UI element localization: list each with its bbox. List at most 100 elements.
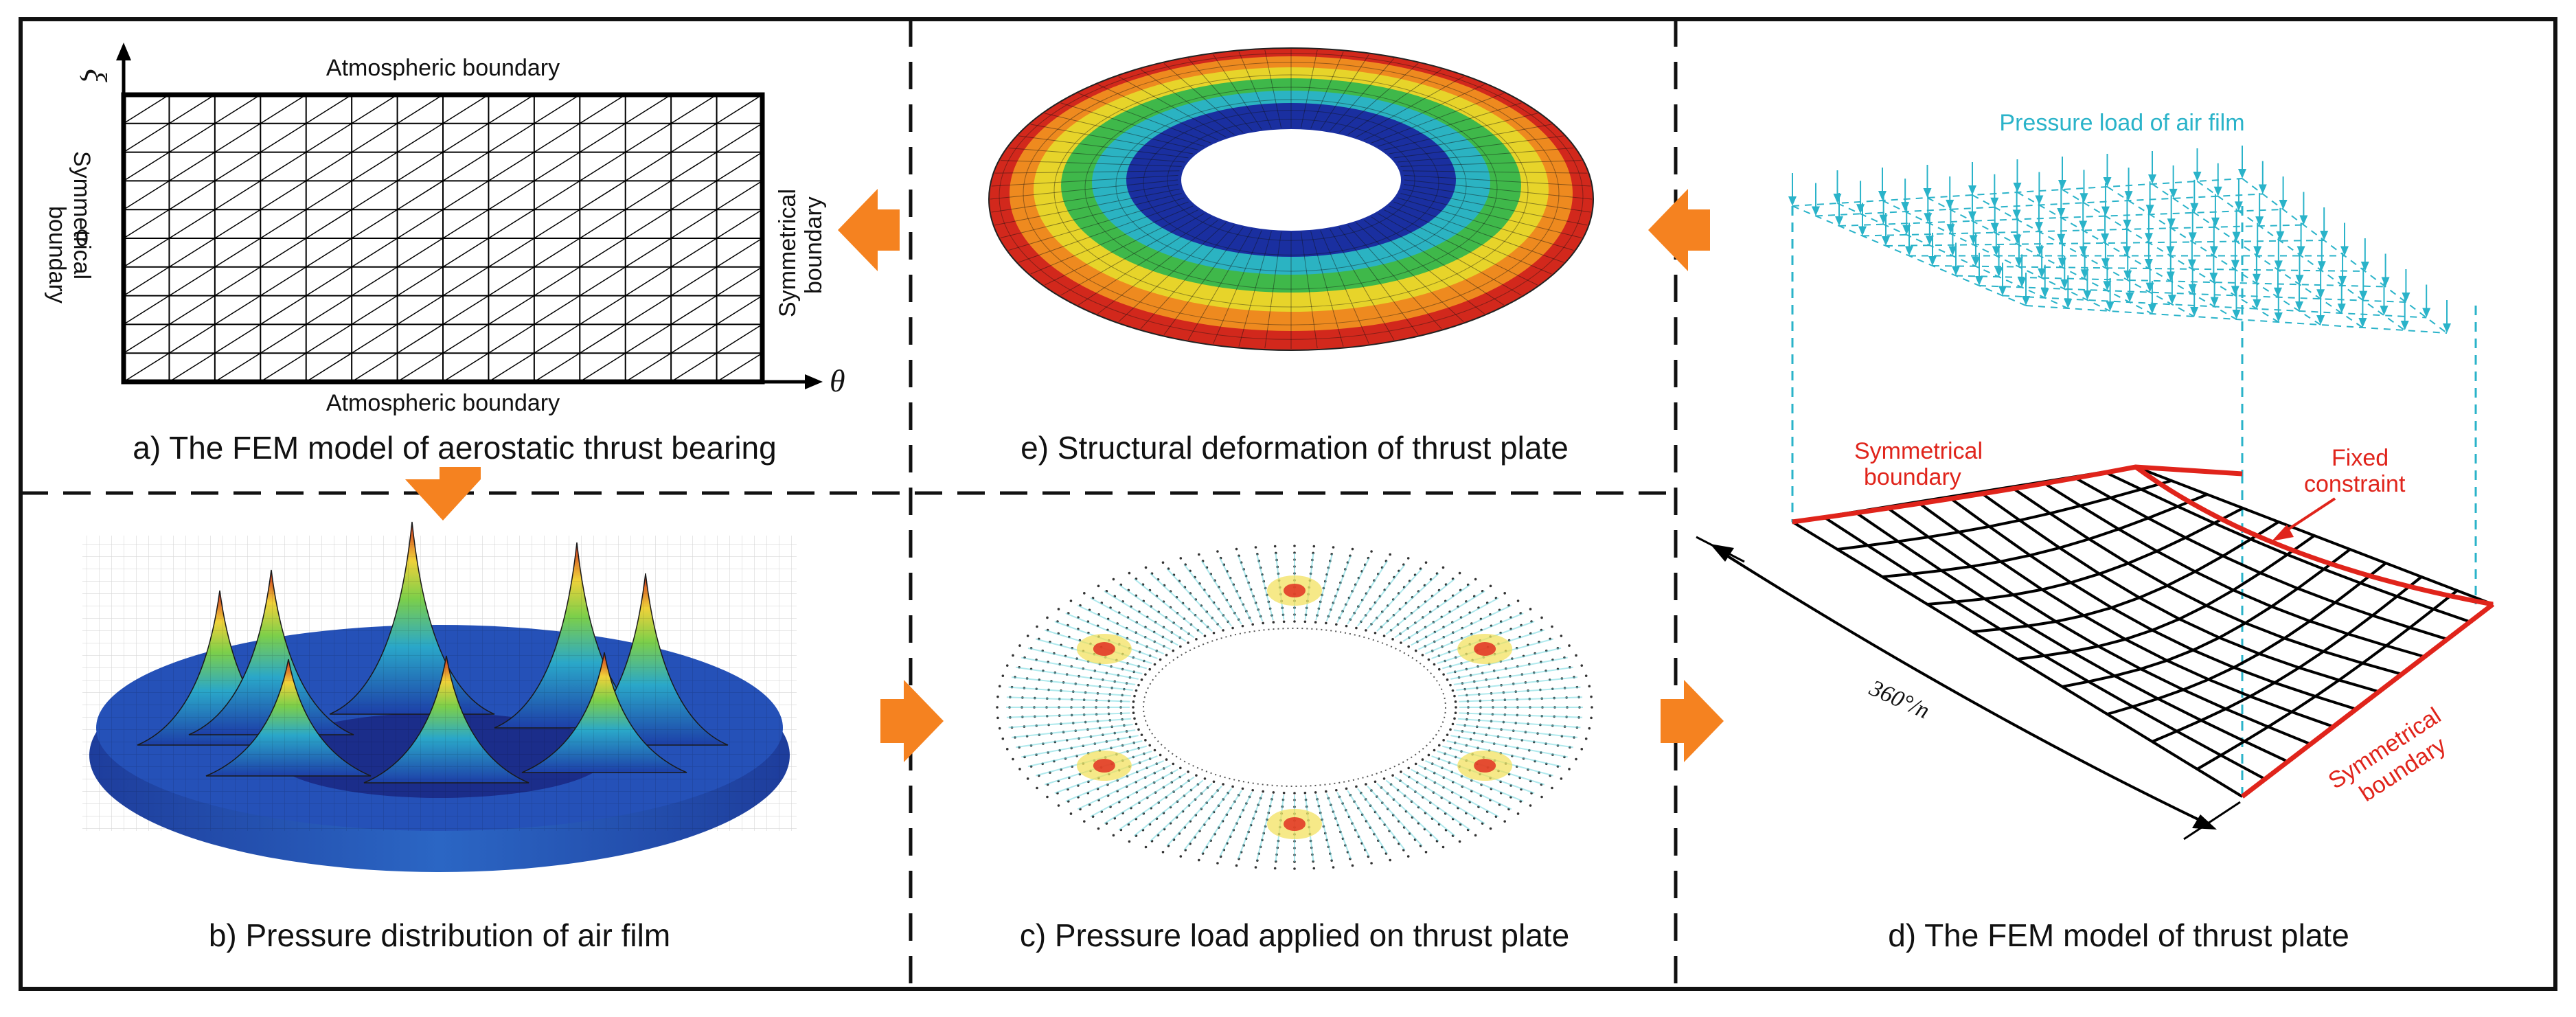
pressure-load-arrows [1788,146,2451,334]
load-arrow-head [1990,222,1999,233]
load-vector [1446,647,1562,674]
load-node [1222,783,1224,786]
fem-mesh-line [1972,521,2280,633]
load-vector [1418,604,1512,650]
ring-mesh-line [1143,110,1439,255]
load-node [1069,812,1073,815]
load-node [1389,858,1391,862]
load-node [1560,635,1563,637]
load-node [1112,578,1115,581]
radial-mesh-line [1356,222,1464,322]
mesh-diagonal [123,180,170,210]
mesh-diagonal [306,295,352,325]
load-arrow-head [1879,214,1888,225]
load-vector [1118,776,1195,831]
mesh-diagonal [442,238,489,268]
load-node [1144,673,1147,676]
load-node [1335,788,1338,792]
mesh-diagonal [260,209,307,239]
radial-mesh-line [1045,113,1198,150]
radial-mesh-line [1300,231,1318,349]
load-node [1144,566,1148,569]
mesh-diagonal [123,323,170,354]
plate-mesh-lines [990,49,1593,349]
load-node [1172,762,1175,766]
load-node [1332,866,1335,869]
load-node [1584,674,1588,677]
load-arrow-head [2274,312,2283,322]
load-arrow-head [2125,293,2134,303]
ring-mesh-line [1084,87,1498,290]
load-node [1018,644,1021,647]
radial-mesh-line [1118,76,1227,138]
mesh-diagonal [625,151,672,182]
load-node [1128,571,1131,575]
ring-mesh-line [1053,74,1529,308]
load-node [1083,820,1086,823]
plate-c-hole [1143,628,1446,787]
mesh-diagonal [397,323,444,354]
radial-mesh-line [1400,193,1582,238]
load-vector [1425,759,1524,802]
load-arrow-head [2166,271,2175,282]
load-arrow-head [1946,224,1955,234]
mesh-diagonal [397,266,444,297]
radial-mesh-line [1393,201,1564,263]
mesh-diagonal [534,209,580,239]
ring-mesh-line [1023,62,1560,325]
load-node [1374,631,1377,635]
load-node [1195,638,1198,641]
mesh-diagonal [579,266,626,297]
load-node [1097,584,1100,588]
load-node [1254,866,1257,869]
mesh-diagonal [351,238,398,268]
load-node [1454,711,1457,714]
load-node [1489,584,1492,588]
load-arrow-head [2209,246,2218,256]
mesh-diagonal [214,295,261,325]
load-node [1231,785,1234,788]
load-vector [1201,790,1242,854]
load-node [1303,620,1307,624]
load-arrow-head [1992,246,2001,256]
load-arrow-head [2380,306,2389,316]
load-arrow-head [1833,194,1842,203]
load-node [1446,733,1449,736]
mesh-diagonal [534,180,580,210]
load-node [1414,762,1417,766]
load-node [1057,804,1060,807]
sym-top-label-2: boundary [1864,464,1961,490]
mesh-diagonal [260,123,307,153]
mesh-diagonal [169,94,216,124]
mesh-diagonal [442,352,489,382]
load-vector [1402,590,1485,642]
radial-mesh-line [1187,229,1253,341]
mesh-diagonal [534,266,580,297]
load-node [1382,635,1386,637]
radial-mesh-line [1030,205,1194,275]
load-vector [1325,793,1352,860]
load-node [1427,753,1431,757]
load-node [1212,780,1216,784]
load-vector [1021,656,1139,680]
mesh-diagonal [214,352,261,382]
load-arrow-head [2381,277,2390,287]
load-arrow-head [2337,304,2346,314]
mesh-diagonal [625,323,672,354]
load-vector [1008,718,1132,729]
mesh-diagonal [214,94,261,124]
load-node [1179,855,1183,858]
mesh-diagonal [442,209,489,239]
panel-c: c) Pressure load applied on thrust plate [996,545,1593,953]
load-node [1568,768,1571,770]
load-arrow-head [2188,232,2197,242]
mesh-diagonal [351,352,398,382]
radial-mesh-line [1400,160,1582,167]
mesh-diagonal [442,295,489,325]
axis-xi-label: ξ [78,69,113,82]
mesh-diagonal [351,323,398,354]
right-boundary-label-2: boundary [801,196,827,294]
load-node [1312,867,1316,870]
load-node [1451,722,1455,726]
